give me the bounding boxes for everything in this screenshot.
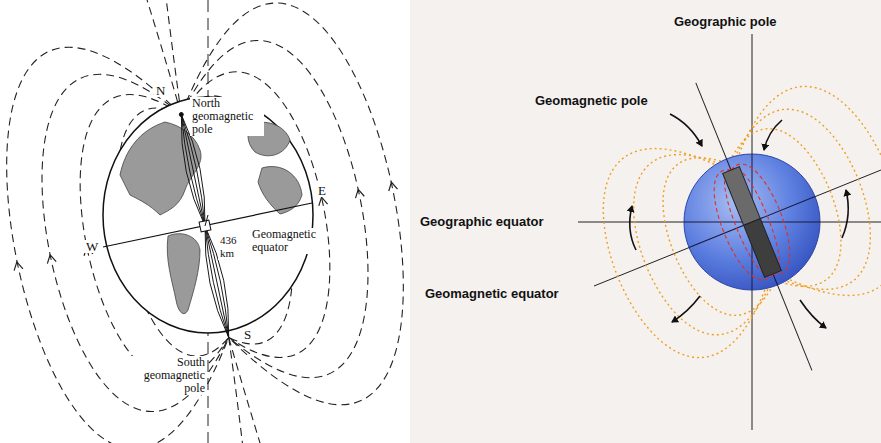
- equator-label: Geomagnetic equator: [423, 286, 561, 301]
- pole-label: South geomagnetic pole: [128, 356, 207, 395]
- equator-label: Geomagnetic equator: [250, 228, 324, 254]
- pole-letter: N: [154, 84, 172, 97]
- pole-letter: S: [242, 328, 260, 341]
- direction-letter: E: [316, 184, 334, 197]
- pole-label: Geographic pole: [672, 14, 779, 29]
- equator-label: Geographic equator: [418, 214, 546, 229]
- direction-letter: W: [84, 240, 102, 253]
- pole-label: North geomagnetic pole: [190, 97, 264, 136]
- dimension-label: 436 km: [218, 234, 248, 260]
- pole-label: Geomagnetic pole: [533, 93, 650, 108]
